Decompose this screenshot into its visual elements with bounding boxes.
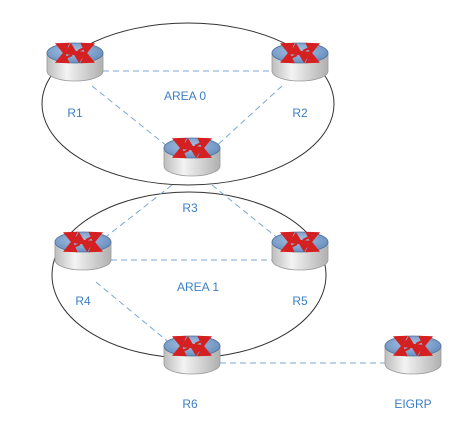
router-label-eigrp: EIGRP <box>394 397 431 411</box>
router-arrow <box>54 51 73 64</box>
area0-label: AREA 0 <box>164 89 206 103</box>
router-label-r4: R4 <box>75 294 91 308</box>
router-label-r1: R1 <box>67 106 83 120</box>
area1-outline <box>51 191 327 359</box>
router-arrow <box>194 335 213 348</box>
router-arrow <box>296 239 312 253</box>
router-arrow <box>392 344 411 357</box>
router-arrows-icon <box>279 42 321 64</box>
router-arrow <box>77 42 96 55</box>
router-arrow <box>85 231 104 244</box>
router-arrows-icon <box>392 335 434 357</box>
router-arrow <box>62 240 81 253</box>
router-arrows-icon <box>171 137 213 159</box>
router-arrow <box>171 146 190 159</box>
router-r2[interactable]: R2 <box>271 42 329 120</box>
router-arrow <box>415 335 434 348</box>
router-top <box>384 335 442 357</box>
link-r1-r3 <box>91 85 173 151</box>
router-r1[interactable]: R1 <box>46 42 104 120</box>
router-arrow <box>279 51 298 64</box>
router-arrow <box>296 50 312 64</box>
router-label-r3: R3 <box>182 201 198 215</box>
router-arrows-icon <box>171 335 213 357</box>
router-label-r2: R2 <box>292 106 308 120</box>
area1-label: AREA 1 <box>177 280 219 294</box>
router-top <box>46 42 104 64</box>
router-top <box>163 137 221 159</box>
link-r4-r6 <box>95 281 173 346</box>
router-arrow <box>71 50 87 64</box>
router-arrows-icon <box>62 231 104 253</box>
router-label-r6: R6 <box>182 397 198 411</box>
router-arrow <box>194 137 213 150</box>
router-r4[interactable]: R4 <box>54 231 112 308</box>
router-arrow <box>171 344 190 357</box>
router-top <box>271 42 329 64</box>
router-r6[interactable]: R6 <box>163 335 221 411</box>
links-layer <box>91 70 385 364</box>
router-top <box>163 335 221 357</box>
router-arrows-icon <box>54 42 96 64</box>
router-arrows-icon <box>279 231 321 253</box>
router-arrow <box>188 145 204 159</box>
router-r5[interactable]: R5 <box>271 231 329 308</box>
router-top <box>271 231 329 253</box>
router-arrow <box>302 42 321 55</box>
router-arrow <box>279 240 298 253</box>
link-r3-r5 <box>211 184 281 241</box>
area0-outline <box>41 22 335 186</box>
router-arrow <box>188 343 204 357</box>
router-eigrp[interactable]: EIGRP <box>384 335 442 411</box>
link-r2-r3 <box>211 85 283 151</box>
router-top <box>54 231 112 253</box>
router-arrow <box>302 231 321 244</box>
router-r3[interactable]: R3 <box>163 137 221 215</box>
router-arrow <box>409 343 425 357</box>
router-label-r5: R5 <box>292 294 308 308</box>
link-r3-r4 <box>101 184 173 241</box>
router-arrow <box>79 239 95 253</box>
